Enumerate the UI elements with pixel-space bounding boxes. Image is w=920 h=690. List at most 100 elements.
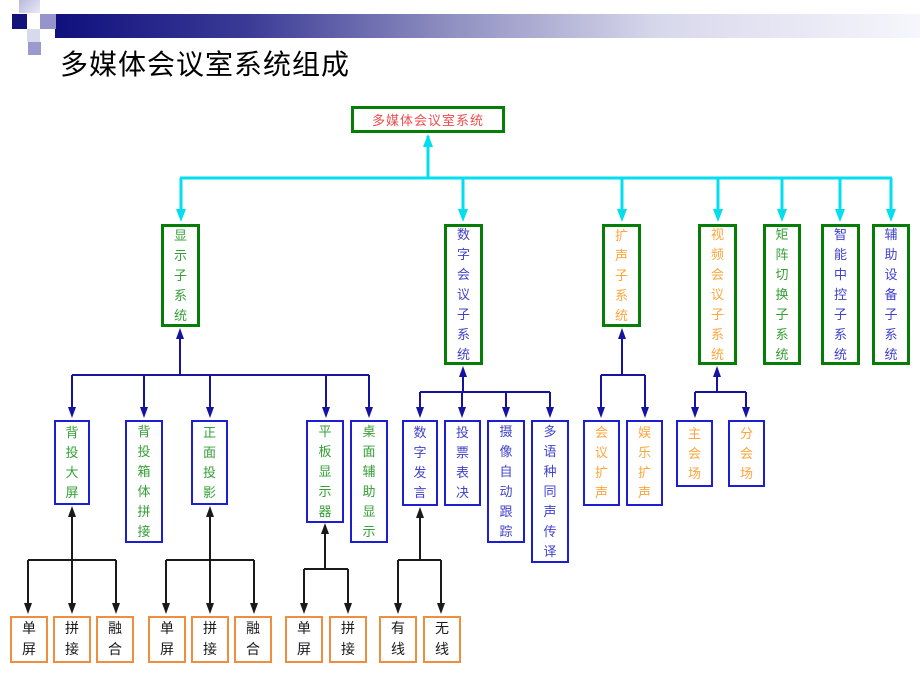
node-char: 接 — [65, 642, 79, 658]
node-char: 屏 — [160, 642, 174, 658]
node-char: 会 — [739, 445, 753, 461]
node-char: 融 — [246, 621, 260, 637]
node-char: 中 — [833, 266, 847, 282]
node-char: 投 — [455, 425, 469, 440]
node-char: 线 — [391, 642, 405, 658]
node-char: 接 — [137, 523, 151, 539]
node-char: 子 — [614, 267, 628, 283]
header-square-decoration — [40, 14, 56, 29]
node-char: 投 — [202, 464, 216, 480]
node-char: 摄 — [499, 423, 513, 439]
node-char: 统 — [775, 346, 789, 362]
node-char: 乐 — [637, 445, 651, 460]
node-conference-sound: 会议扩声 — [583, 420, 620, 506]
node-char: 单 — [22, 621, 36, 637]
node-char: 场 — [687, 465, 701, 481]
node-char: 主 — [687, 425, 701, 441]
node-char: 表 — [455, 465, 469, 480]
node-char: 子 — [710, 306, 724, 322]
node-char: 辅 — [362, 463, 376, 479]
node-char: 同 — [543, 483, 557, 499]
node-char: 系 — [614, 287, 628, 303]
node-char: 拼 — [65, 621, 79, 637]
node-root-multimedia-conference-room-system: 多媒体会议室系统 — [351, 106, 505, 133]
node-char: 接 — [341, 642, 355, 658]
slide-title: 多媒体会议室系统组成 — [60, 50, 351, 81]
header-square-decoration — [12, 14, 27, 29]
node-char: 切 — [775, 266, 789, 282]
node-char: 像 — [499, 443, 513, 459]
node-char: 声 — [543, 503, 557, 519]
node-single-screen-rear: 单屏 — [10, 616, 48, 663]
node-char: 语 — [543, 443, 557, 459]
node-char: 助 — [884, 246, 898, 262]
node-char: 统 — [710, 346, 724, 362]
node-char: 场 — [739, 465, 753, 481]
header-square-decoration — [28, 42, 41, 55]
node-char: 示 — [362, 523, 376, 539]
node-char: 融 — [108, 621, 122, 637]
header-square-decoration — [27, 29, 40, 42]
node-char: 发 — [413, 465, 427, 480]
node-single-screen-front: 单屏 — [148, 616, 186, 663]
node-matrix-switching-subsystem: 矩阵切换子系统 — [763, 224, 801, 365]
node-char: 辅 — [884, 226, 898, 242]
node-char: 显 — [318, 463, 332, 479]
node-char: 议 — [456, 286, 470, 302]
node-char: 换 — [775, 286, 789, 302]
node-char: 统 — [614, 307, 628, 323]
node-char: 有 — [391, 621, 405, 637]
node-char: 面 — [202, 444, 216, 460]
node-char: 字 — [413, 445, 427, 460]
node-wireless: 无线 — [423, 616, 461, 663]
node-char: 会 — [710, 266, 724, 282]
node-char: 面 — [362, 443, 376, 459]
node-char: 示 — [173, 247, 187, 263]
node-char: 传 — [543, 523, 557, 539]
node-char: 言 — [413, 485, 427, 500]
node-char: 接 — [203, 642, 217, 658]
node-char: 视 — [710, 226, 724, 242]
node-char: 助 — [362, 483, 376, 499]
node-char: 决 — [455, 485, 469, 500]
node-char: 平 — [318, 423, 332, 439]
node-char: 声 — [594, 485, 608, 500]
node-char: 娱 — [637, 425, 651, 440]
node-char: 频 — [710, 246, 724, 262]
node-char: 大 — [65, 464, 79, 480]
node-char: 子 — [833, 306, 847, 322]
node-camera-auto-tracking: 摄像自动跟踪 — [487, 420, 525, 543]
node-desktop-auxiliary-display: 桌面辅助显示 — [350, 420, 388, 543]
node-char: 能 — [833, 246, 847, 262]
node-entertainment-sound: 娱乐扩声 — [626, 420, 663, 506]
node-char: 统 — [173, 307, 187, 323]
node-char: 线 — [435, 642, 449, 658]
node-video-conference-subsystem: 视频会议子系统 — [698, 224, 737, 365]
node-char: 备 — [884, 286, 898, 302]
node-char: 子 — [884, 306, 898, 322]
node-char: 屏 — [22, 642, 36, 658]
node-digital-speech: 数字发言 — [402, 420, 438, 506]
node-char: 示 — [318, 483, 332, 499]
node-char: 扩 — [637, 465, 651, 480]
node-char: 系 — [775, 326, 789, 342]
node-char: 背 — [137, 423, 151, 439]
node-char: 设 — [884, 266, 898, 282]
node-char: 自 — [499, 463, 513, 479]
node-single-screen-panel: 单屏 — [285, 616, 323, 663]
node-char: 桌 — [362, 423, 376, 439]
node-char: 数 — [456, 226, 470, 242]
node-char: 屏 — [297, 642, 311, 658]
node-rear-projection-big-screen: 背投大屏 — [54, 420, 90, 505]
node-char: 拼 — [203, 621, 217, 637]
node-char: 系 — [173, 287, 187, 303]
node-char: 拼 — [341, 621, 355, 637]
node-char: 正 — [202, 424, 216, 440]
node-char: 投 — [137, 443, 151, 459]
node-char: 动 — [499, 483, 513, 499]
node-char: 系 — [710, 326, 724, 342]
node-char: 系 — [456, 326, 470, 342]
node-fusion-front: 融合 — [234, 616, 272, 663]
node-display-subsystem: 显示子系统 — [161, 224, 200, 327]
